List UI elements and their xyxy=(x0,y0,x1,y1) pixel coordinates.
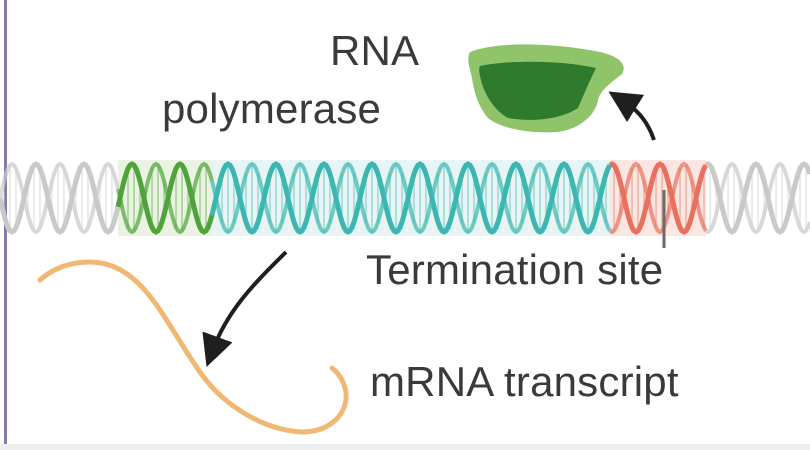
mrna-transcript-label: mRNA transcript xyxy=(370,358,679,405)
dna-front-strand xyxy=(115,161,215,235)
bottom-border-line xyxy=(0,444,810,450)
dna-front-strand xyxy=(0,161,121,235)
dna-helix-right-gray xyxy=(704,161,810,235)
dna-front-strand xyxy=(704,161,810,235)
transcript-arrow xyxy=(202,250,288,368)
rna-polymerase-label-line1: RNA xyxy=(330,27,420,74)
rna-polymerase-shape xyxy=(468,44,624,133)
dna-back-strand xyxy=(116,161,214,235)
dna-helix-left-gray xyxy=(0,161,121,235)
dna-back-strand xyxy=(0,161,120,235)
dna-helix-termination-red xyxy=(608,161,709,235)
dna-back-strand xyxy=(608,161,708,235)
dna-helix-transcribed-teal xyxy=(209,161,613,235)
termination-site-label: Termination site xyxy=(366,246,664,293)
dna-front-strand xyxy=(209,161,613,235)
dna-front-strand xyxy=(608,161,709,235)
rna-polymerase-label-line2: polymerase xyxy=(162,85,382,132)
dna-back-strand xyxy=(210,161,612,235)
release-arrow xyxy=(608,91,656,141)
dna-helix-promoter-green xyxy=(115,161,215,235)
mrna-strand xyxy=(37,259,349,435)
